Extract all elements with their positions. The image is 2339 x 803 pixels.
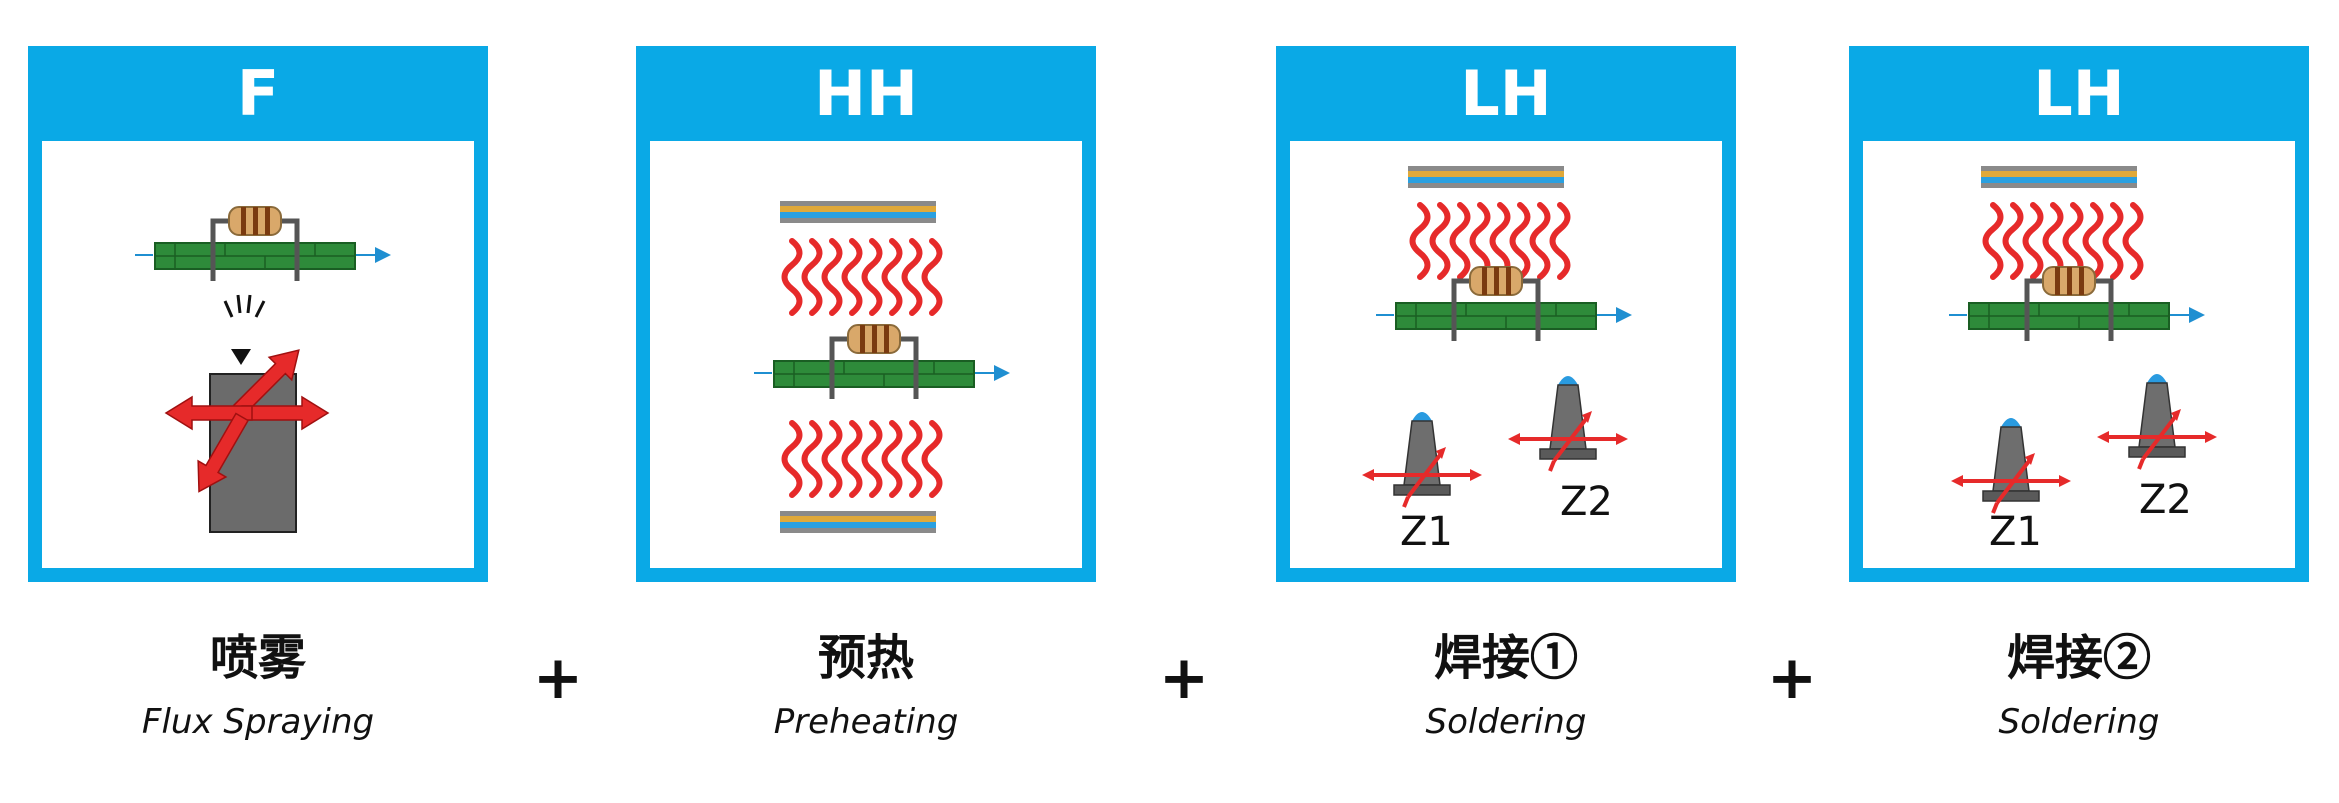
stage-caption-preheat: 预热 Preheating [636,630,1096,746]
heat-wave-icon [785,423,940,495]
flux-sprayer-icon [165,294,329,533]
plus-connector: + [532,643,584,713]
pcb-board-icon [135,207,391,281]
zone-label-z1: Z1 [1400,509,1453,555]
solder-nozzle-icon [1949,416,2073,515]
pcb-board-icon [1376,267,1632,341]
stage-code: F [236,57,280,130]
zone-label-z2: Z2 [2139,477,2192,523]
stage-caption-flux: 喷雾 Flux Spraying [28,630,488,746]
stage-title-cn: 焊接① [1433,630,1578,686]
stage-code: LH [2033,57,2125,130]
stage-panel-soldering-1: LH Z1 Z2 [1276,46,1736,582]
stage-title-en: Flux Spraying [141,702,375,742]
stage-illustration: Z1 Z2 [1863,141,2295,568]
heater-plate-icon [1408,166,1564,188]
stage-title-en: Preheating [773,702,959,742]
zone-label-z1: Z1 [1989,509,2042,555]
heater-plate-icon [780,511,936,533]
plus-connector: + [1158,643,1210,713]
solder-nozzle-icon [2095,372,2219,471]
stage-code: HH [814,57,918,130]
stage-panel-preheat: HH [636,46,1096,582]
stage-title-cn: 预热 [817,630,914,686]
solder-nozzle-icon [1360,410,1484,509]
heater-plate-icon [780,201,936,223]
stage-title-cn: 喷雾 [209,630,306,686]
solder-nozzle-icon [1506,374,1630,473]
pcb-board-icon [1949,267,2205,341]
stage-panel-soldering-2: LH Z1 Z2 [1849,46,2309,582]
stage-illustration [650,141,1082,568]
stage-caption-soldering-2: 焊接② Soldering [1849,630,2309,746]
zone-label-z2: Z2 [1560,479,1613,525]
stage-title-cn: 焊接② [2006,630,2151,686]
stage-title-en: Soldering [1425,702,1587,742]
stage-title-en: Soldering [1998,702,2160,742]
stage-illustration [42,141,474,568]
stage-code: LH [1460,57,1552,130]
heater-plate-icon [1981,166,2137,188]
stage-panel-flux: F [28,46,488,582]
pcb-board-icon [754,325,1010,399]
stage-illustration: Z1 Z2 [1290,141,1722,568]
stage-caption-soldering-1: 焊接① Soldering [1276,630,1736,746]
plus-connector: + [1766,643,1818,713]
heat-wave-icon [785,241,940,313]
